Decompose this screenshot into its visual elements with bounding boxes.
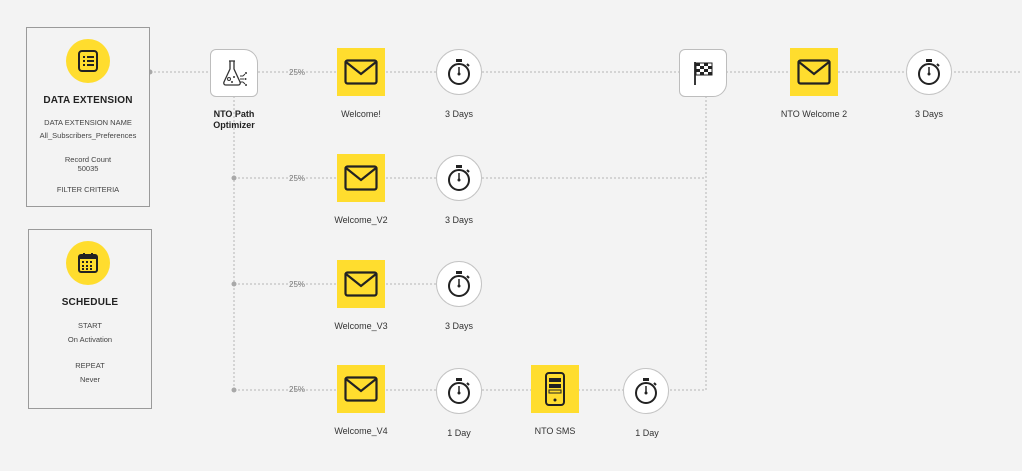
data-extension-name-value: All_Subscribers_Preferences [39, 131, 137, 140]
wait-label-path1: 3 Days [444, 109, 473, 119]
path-optimizer-node[interactable] [210, 49, 258, 97]
join-node[interactable] [679, 49, 727, 97]
email-label-welcome-v2: Welcome_V2 [334, 215, 388, 225]
stopwatch-icon [448, 271, 470, 297]
schedule-title: SCHEDULE [61, 297, 119, 308]
calendar-icon [66, 241, 110, 285]
checkered-flag-icon [694, 62, 713, 85]
wait-label-path4: 1 Day [447, 428, 471, 438]
email-label-nto-welcome-2: NTO Welcome 2 [780, 109, 848, 119]
stopwatch-icon [635, 378, 657, 404]
wait-node-after-join[interactable] [906, 49, 952, 95]
path-4-percent: 25% [289, 385, 306, 394]
email-node-nto-welcome-2[interactable] [790, 48, 838, 96]
wait-label-path4-after-sms: 1 Day [635, 428, 659, 438]
email-node-welcome-v3[interactable] [337, 260, 385, 308]
wait-node-path4[interactable] [436, 368, 482, 414]
email-node-welcome[interactable] [337, 48, 385, 96]
email-label-welcome: Welcome! [341, 109, 381, 119]
wait-label-after-join: 3 Days [914, 109, 943, 119]
email-label-welcome-v3: Welcome_V3 [334, 321, 388, 331]
record-count-label: Record Count [64, 155, 112, 164]
stopwatch-icon [448, 165, 470, 191]
wait-label-path2: 3 Days [444, 215, 473, 225]
sms-node[interactable] [531, 365, 579, 413]
stopwatch-icon [448, 378, 470, 404]
wait-node-path1[interactable] [436, 49, 482, 95]
repeat-label: REPEAT [75, 361, 105, 370]
path-optimizer-label: NTO Path Optimizer [184, 109, 284, 131]
envelope-icon [344, 165, 378, 191]
path-optimizer-label-line2: Optimizer [213, 120, 255, 130]
data-extension-card[interactable]: DATA EXTENSION DATA EXTENSION NAME All_S… [26, 27, 150, 207]
path-2-percent: 25% [289, 174, 306, 183]
start-label: START [78, 321, 102, 330]
record-count-value: 50035 [77, 164, 99, 173]
stopwatch-icon [448, 59, 470, 85]
wait-node-path4-after-sms[interactable] [623, 368, 669, 414]
envelope-icon [344, 376, 378, 402]
start-value: On Activation [67, 335, 113, 344]
flask-icon [223, 60, 247, 86]
path-optimizer-label-line1: NTO Path [213, 109, 255, 119]
email-node-welcome-v4[interactable] [337, 365, 385, 413]
wait-label-path3: 3 Days [444, 321, 473, 331]
wait-node-path2[interactable] [436, 155, 482, 201]
data-extension-name-label: DATA EXTENSION NAME [44, 118, 132, 127]
filter-criteria-label: FILTER CRITERIA [56, 185, 120, 194]
repeat-value: Never [79, 375, 100, 384]
path-1-percent: 25% [289, 68, 306, 77]
email-label-welcome-v4: Welcome_V4 [334, 426, 388, 436]
stopwatch-icon [918, 59, 940, 85]
schedule-card[interactable]: SCHEDULE START On Activation REPEAT Neve… [28, 229, 152, 409]
wait-node-path3[interactable] [436, 261, 482, 307]
envelope-icon [797, 59, 831, 85]
envelope-icon [344, 271, 378, 297]
phone-icon [545, 372, 565, 406]
email-node-welcome-v2[interactable] [337, 154, 385, 202]
list-icon [66, 39, 110, 83]
data-extension-title: DATA EXTENSION [43, 95, 133, 106]
envelope-icon [344, 59, 378, 85]
path-3-percent: 25% [289, 280, 306, 289]
sms-label: NTO SMS [534, 426, 576, 436]
